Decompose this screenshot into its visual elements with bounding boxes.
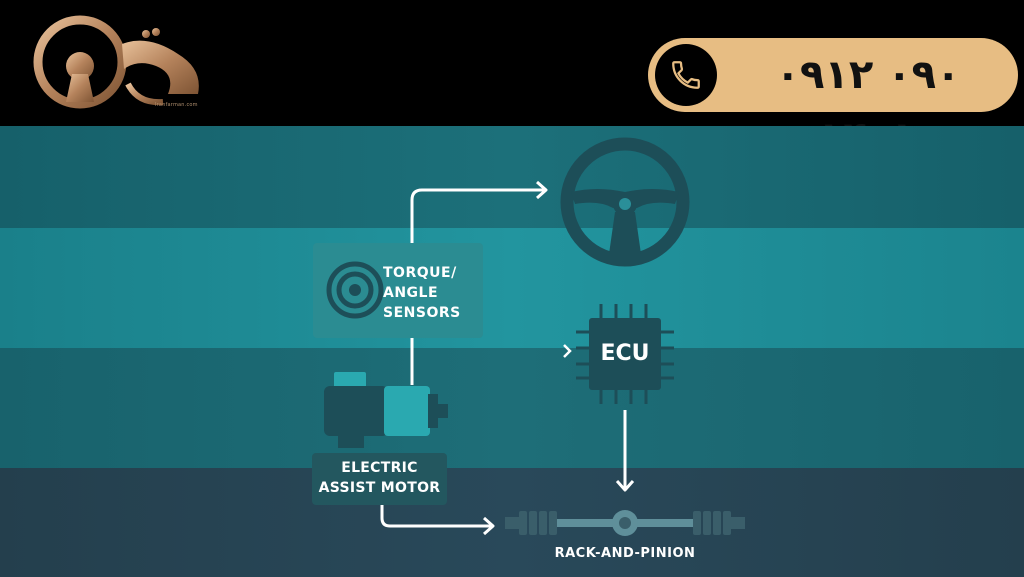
arrow-motor-to-rack [380,505,492,528]
sensor-box: TORQUE/ ANGLE SENSORS [313,243,483,338]
logo-wheel-ring [33,15,127,109]
chevron-to-ecu [563,344,572,358]
motor-label-line-1: ELECTRIC [341,460,418,476]
steering-wheel-icon [560,137,690,267]
sensor-label-line-3: SENSORS [383,305,461,321]
brand-logo[interactable] [28,14,218,114]
arrow-head-steering [536,180,548,200]
arrow-head-ecu-down [615,480,635,492]
rack-and-pinion-icon [505,510,745,536]
background-band-low [0,348,1024,468]
background-band-top [0,126,1024,228]
electric-motor-icon [324,372,448,448]
arrow-to-steering-wheel [410,188,545,385]
ecu-chip-icon [576,304,674,404]
phone-icon [672,61,700,89]
logo-wheel-hub [66,52,94,80]
sensor-label: TORQUE/ ANGLE SENSORS [383,263,479,323]
logo-subtext: Iranfarman.com [155,102,198,108]
motor-label-box: ELECTRIC ASSIST MOTOR [312,453,447,505]
motor-label-line-2: ASSIST MOTOR [318,480,441,496]
ecu-label: ECU [600,341,650,366]
header-bar: Iranfarman.com ۰۹۱۲ ۰۹۰ ۱۴۰۱ [0,0,1024,160]
arrow-head-rack [483,516,495,536]
rack-and-pinion-label: RACK-AND-PINION [554,546,696,561]
phone-icon-circle[interactable] [655,44,717,106]
motor-label: ELECTRIC ASSIST MOTOR [312,458,447,498]
background-band-mid [0,228,1024,348]
sensor-icon [326,261,384,319]
sensor-label-line-1: TORQUE/ [383,265,457,281]
sensor-label-line-2: ANGLE [383,285,439,301]
